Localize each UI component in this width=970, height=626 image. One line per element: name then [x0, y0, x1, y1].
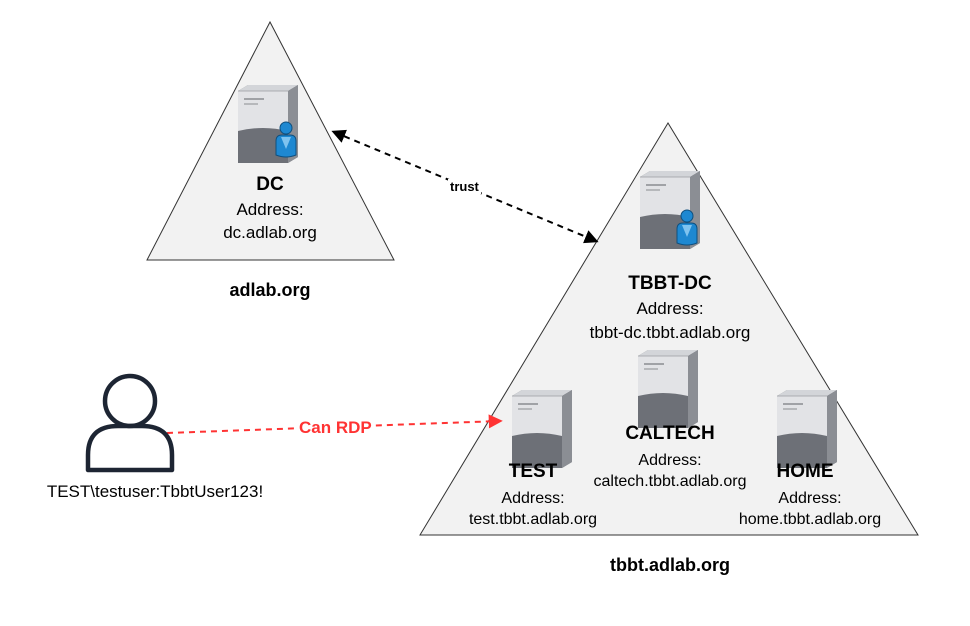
domain-label-tbbt: tbbt.adlab.org: [610, 555, 730, 575]
host-name-caltech: CALTECH: [625, 423, 715, 444]
server-icon: [637, 349, 699, 429]
server-with-user-icon: [639, 170, 701, 250]
server-icon: [776, 389, 838, 469]
host-address-tbbt-dc: tbbt-dc.tbbt.adlab.org: [589, 323, 751, 342]
host-address-dc: dc.adlab.org: [223, 223, 317, 242]
host-address-label-tbbt-dc: Address:: [636, 299, 704, 318]
server-icon: [511, 389, 573, 469]
rdp-edge-label: Can RDP: [297, 418, 374, 438]
host-address-home: home.tbbt.adlab.org: [738, 511, 882, 528]
domain-label-adlab: adlab.org: [229, 280, 311, 300]
host-address-label-test: Address:: [501, 490, 565, 507]
host-address-label-caltech: Address:: [638, 452, 702, 469]
host-address-caltech: caltech.tbbt.adlab.org: [593, 473, 747, 490]
host-name-test: TEST: [508, 461, 558, 482]
host-address-test: test.tbbt.adlab.org: [468, 511, 598, 528]
trust-edge-label: trust: [448, 179, 481, 194]
user-outline-icon: [85, 373, 175, 473]
host-name-dc: DC: [256, 174, 284, 195]
host-name-tbbt-dc: TBBT-DC: [628, 273, 712, 294]
host-address-label-home: Address:: [778, 490, 842, 507]
user-credentials: TEST\testuser:TbbtUser123!: [46, 482, 264, 501]
server-with-user-icon: [237, 84, 299, 164]
host-address-label-dc: Address:: [236, 200, 304, 219]
host-name-home: HOME: [776, 461, 834, 482]
